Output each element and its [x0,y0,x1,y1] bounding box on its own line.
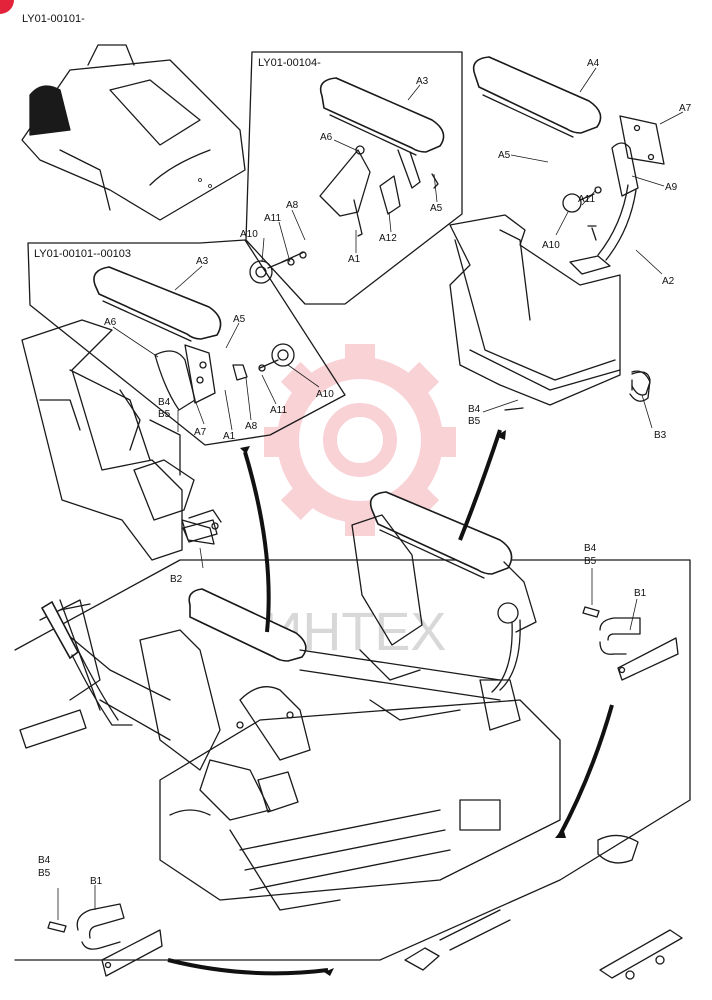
label-b5-right: B5 [468,416,481,427]
panel-outline-center [245,51,463,305]
panel-code-left: LY01-00101--00103 [34,248,131,260]
label-b4-br: B4 [584,543,597,554]
label-a8-left: A8 [245,421,258,432]
arrow-head [324,968,334,976]
plate-b2 [182,509,222,543]
label-b5-br: B5 [584,556,597,567]
label-a1-mid: A1 [348,254,361,265]
label-a2-right: A2 [662,276,675,287]
callout-arcs [167,429,614,976]
label-b5-left: B5 [158,409,171,420]
label-a3-mid: A3 [416,76,429,87]
handle-b1-right [582,606,679,681]
label-a11-mid: A11 [264,213,281,224]
armrest-assembly-center [249,77,445,284]
corner-marker [0,0,14,14]
label-a5-left: A5 [233,314,246,325]
control-lever [40,600,133,726]
label-b4-right: B4 [468,404,481,415]
armrest-assembly-right [449,56,665,411]
arrow-head [555,828,566,838]
label-a7-left: A7 [194,427,207,438]
panel-outline-left [27,239,346,446]
label-b1-bl: B1 [90,876,103,887]
seat-base-assembly [14,559,691,980]
armrest-assembly-left [21,266,295,561]
label-a4-right: A4 [587,58,600,69]
leader-lines [57,67,684,920]
main-code-label: LY01-00101- [22,13,85,25]
arrow-head [240,446,250,454]
machine-thumbnail [21,44,246,221]
panel-code-center: LY01-00104- [258,57,321,69]
label-a12-mid: A12 [379,233,397,244]
label-b1-br: B1 [634,588,647,599]
label-a5-right: A5 [498,150,511,161]
handle-b1-left [47,903,163,977]
main-right-armrest [299,491,537,731]
label-b4-left: B4 [158,397,171,408]
label-b4-bl: B4 [38,855,51,866]
arrow-head [496,430,506,440]
label-a7-right: A7 [679,103,692,114]
label-a11-left: A11 [270,405,287,416]
label-a11-right: A11 [578,194,595,205]
watermark-logo [264,344,456,536]
label-a1-left: A1 [223,431,236,442]
label-b2-left: B2 [170,574,183,585]
label-a6-mid: A6 [320,132,333,143]
label-b3-right: B3 [654,430,667,441]
label-a8-mid: A8 [286,200,299,211]
label-b5-bl: B5 [38,868,51,879]
label-a6-left: A6 [104,317,117,328]
label-a10-left: A10 [316,389,334,400]
label-a5-mid: A5 [430,203,443,214]
part-labels: A3 A5 A6 A7 A1 A8 A11 A10 B4 B5 B2 A3 A6… [38,58,692,887]
handle-b3 [629,371,651,402]
label-a3-left: A3 [196,256,209,267]
label-a9-right: A9 [665,182,678,193]
main-left-armrest [49,588,311,821]
label-a10-mid: A10 [240,229,258,240]
label-a10-right: A10 [542,240,560,251]
